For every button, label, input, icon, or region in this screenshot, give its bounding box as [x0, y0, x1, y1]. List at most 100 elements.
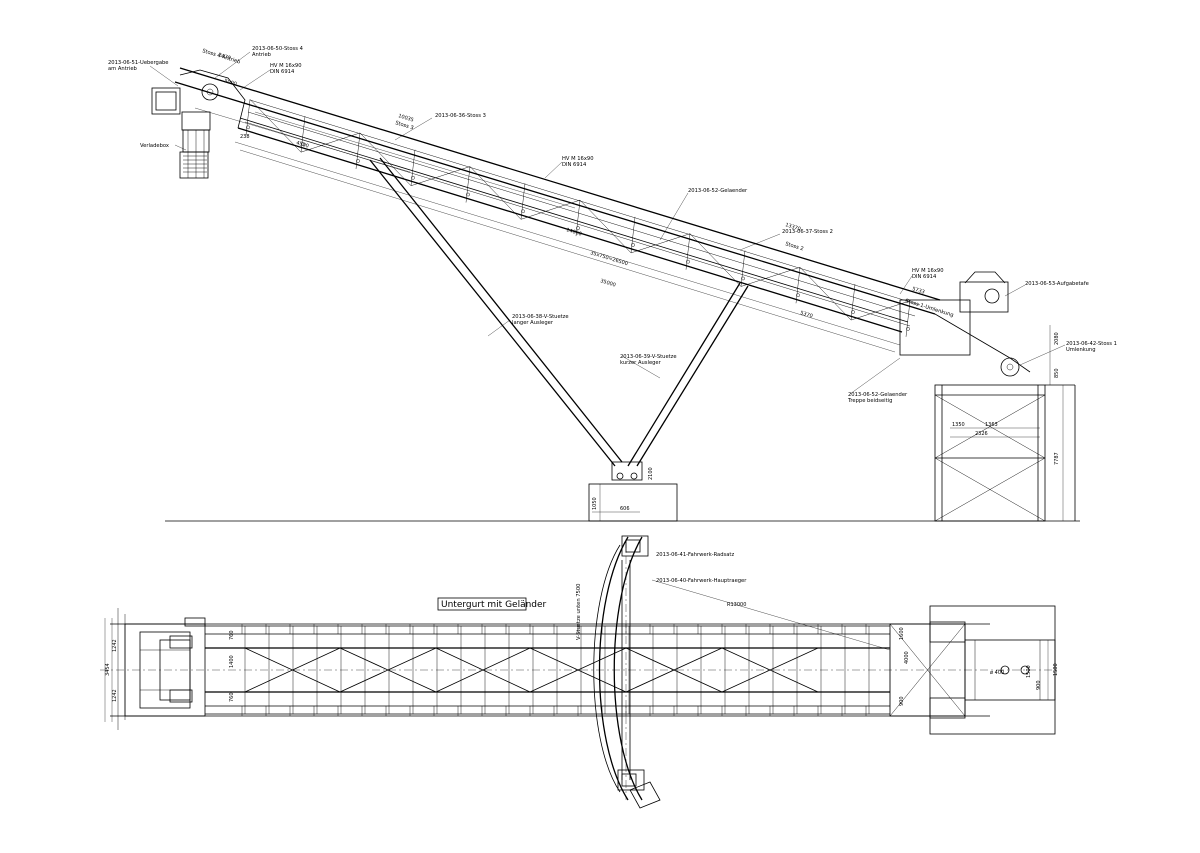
truss-node	[741, 276, 745, 281]
dim-850: 850	[1054, 368, 1060, 378]
truss-member	[529, 647, 627, 693]
dim-4500: 4500	[295, 140, 309, 149]
dim-7787: 7787	[1054, 452, 1060, 465]
truss-member	[689, 233, 742, 287]
label-fahrwerk-haupt: 2013-06-40-Fahrwerk-Hauptraeger	[656, 578, 747, 584]
plan-dim-text: 3454 1242 1242 760 760 1400 1600 4000 90…	[105, 627, 1059, 706]
dim-35000: 35000	[599, 278, 616, 288]
truss-member	[249, 99, 302, 153]
truss-member	[520, 183, 526, 220]
truss-node	[906, 327, 910, 331]
plan-tail	[889, 605, 1056, 735]
label-hv-top-sub: DIN 6914	[270, 69, 295, 75]
dim-760a: 760	[229, 630, 235, 640]
dim-1400: 1400	[229, 655, 235, 668]
label-fahrwerk-rad: 2013-06-41-Fahrwerk-Radsatz	[656, 552, 734, 558]
truss-member	[339, 647, 437, 693]
elevation-dimensions	[194, 107, 1064, 521]
dim-1500b: 1500	[1026, 665, 1032, 678]
label-stoss-umlenkung: Stoss 1-Umlenkung	[904, 298, 954, 318]
dim-1600: 1600	[899, 627, 905, 640]
dim-1363: 1363	[985, 422, 998, 428]
label-vstuetze-short-sub: kurzer Ausleger	[620, 360, 662, 366]
truss-member	[905, 300, 911, 337]
dim-10035: 10035	[397, 113, 414, 123]
tail-end	[899, 271, 1031, 377]
dim-2080: 2080	[1054, 332, 1060, 345]
truss-node	[796, 293, 800, 298]
label-stoss2-txt: Stoss 2	[784, 241, 804, 252]
truss-member	[300, 132, 361, 153]
plan-head	[124, 617, 206, 717]
label-stoss1-sub: Umlenkung	[1066, 347, 1095, 353]
label-hv-mid: HV M 16x90	[562, 156, 594, 162]
dim-5000: 5000	[223, 78, 237, 87]
truss-member	[244, 647, 341, 693]
plan-title-box	[437, 597, 527, 611]
label-vstuetze-vert: V-Stuetze unten 7500	[576, 584, 582, 640]
truss-member	[579, 199, 632, 254]
drive-head	[151, 69, 246, 179]
label-vstuetze-long: 2013-06-38-V-Stuetze	[512, 314, 569, 320]
truss-node	[686, 259, 690, 264]
truss-node	[631, 243, 635, 247]
plan-frame	[100, 608, 1060, 730]
dim-14060: 14060	[565, 227, 582, 237]
dim-1350: 1350	[952, 422, 965, 428]
dim-238: 238	[240, 134, 250, 140]
dim-3454: 3454	[105, 663, 111, 676]
truss-member	[465, 166, 471, 203]
truss-member	[410, 166, 471, 186]
truss-member	[625, 647, 723, 693]
label-hv-low-sub: DIN 6914	[912, 274, 937, 280]
truss-member	[410, 149, 416, 186]
dim-900: 900	[899, 696, 905, 706]
label-hv-low: HV M 16x90	[912, 268, 944, 274]
label-stoss4: 2013-06-50-Stoss 4	[252, 46, 304, 52]
truss-member	[575, 200, 581, 237]
v-supports	[369, 157, 749, 522]
truss-member	[245, 99, 251, 136]
dim-4000: 4000	[904, 651, 910, 664]
truss-member	[630, 216, 636, 253]
right-support-tower	[934, 384, 1076, 522]
label-aufgabetafe: 2013-06-53-Aufgabetafe	[1025, 281, 1089, 287]
truss-member	[359, 132, 412, 186]
label-uebergabe: 2013-06-51-Uebergabe	[108, 60, 169, 66]
truss-node	[246, 125, 250, 130]
plan-labels: 2013-06-41-Fahrwerk-Radsatz 2013-06-40-F…	[576, 552, 747, 640]
truss-member	[795, 267, 801, 304]
truss-verticals	[245, 99, 911, 337]
truss-member	[685, 233, 691, 270]
plan-view: Untergurt mit Geländer 2013-06-41-Fahrwe…	[100, 535, 1060, 809]
dim-5370: 5370	[799, 310, 813, 319]
truss-member	[520, 199, 581, 220]
dim-2326: 2326	[975, 431, 988, 437]
truss-member	[355, 132, 361, 169]
label-vstuetze-long-sub: langer Ausleger	[512, 320, 554, 326]
dim-1500: 1500	[1053, 663, 1059, 676]
truss-member	[799, 267, 852, 321]
dim-13370: 13370	[784, 222, 801, 232]
label-stoss1: 2013-06-42-Stoss 1	[1066, 341, 1117, 347]
label-gelaender2-sub: Treppe beidseitig	[847, 398, 892, 404]
dim-1050: 1050	[592, 497, 598, 510]
truss-member	[740, 250, 746, 287]
dim-900b: 900	[1036, 680, 1042, 690]
truss-member	[850, 284, 856, 321]
label-gelaender2: 2013-06-52-Gelaender	[848, 392, 908, 398]
plan-dimensions	[104, 618, 1049, 722]
label-stoss3: 2013-06-36-Stoss 3	[435, 113, 486, 119]
dim-d400: ø 400	[990, 670, 1004, 676]
label-stoss4-sub: Antrieb	[252, 52, 272, 58]
elevation-view: 2013-06-51-Uebergabe am Antrieb 2013-06-…	[108, 46, 1117, 522]
dim-606: 606	[620, 506, 630, 512]
label-verladebox: Verladebox	[140, 143, 169, 149]
dim-2100: 2100	[648, 467, 654, 480]
plan-title: Untergurt mit Geländer	[441, 600, 547, 610]
truss-node	[576, 226, 580, 230]
elevation-dim-text: 2470 5000 4500 238 10035 14060 13370 573…	[217, 52, 1060, 512]
truss-member	[721, 647, 819, 693]
